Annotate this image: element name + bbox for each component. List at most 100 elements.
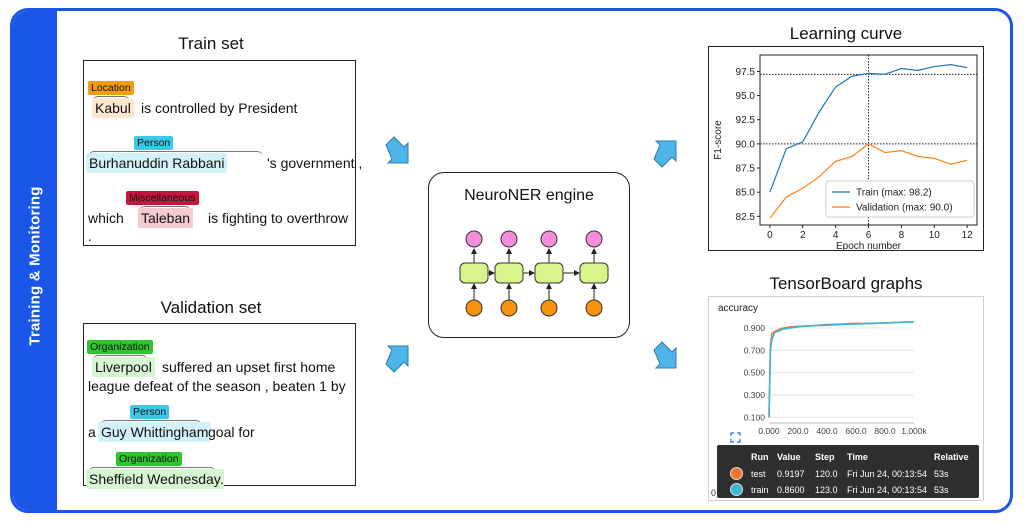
y-tick-label: 0.500 [744,368,766,378]
col-header-run: Run [751,452,769,462]
rnn-input-node [585,299,603,317]
tag-person: Person [134,136,174,150]
col-header-time: Time [847,452,868,462]
col-header-relative: Relative [934,452,969,462]
tag-location: Location [88,81,134,95]
x-tick-label: 600.0 [845,426,867,436]
x-tick-label: 0 [767,230,773,241]
validation-set-title: Validation set [160,298,262,317]
entity-token: Burhanuddin Rabbani [86,153,228,173]
legend [825,180,975,218]
sidebar: Training & Monitoring [13,11,57,510]
row-step: 123.0 [815,485,838,495]
series-line [768,320,915,418]
col-header-step: Step [815,452,835,462]
rnn-cell [494,262,524,284]
arrow-down-right-icon [653,341,677,369]
row-relative: 53s [934,485,949,495]
sentence-text: a [88,424,96,440]
rnn-input-node [540,299,558,317]
row-time: Fri Jun 24, 00:13:54 [847,485,928,495]
series-line [769,143,968,219]
row-value: 0.8600 [777,485,805,495]
sentence-text: is controlled by President [141,100,298,116]
train-set-panel: Location Kabul is controlled by Presiden… [83,60,362,246]
arrow-down-right-icon [385,136,409,164]
neuroner-engine-panel: NeuroNER engine [428,172,630,338]
y-tick-label: 82.5 [736,212,756,223]
y-tick-label: 85.0 [736,188,756,199]
sentence-text: goal for [208,424,255,440]
legend-label: Validation (max: 90.0) [856,203,953,214]
tag-organization: Organization [116,452,182,466]
x-tick-label: 12 [962,230,974,241]
rnn-cell [534,262,564,284]
x-tick-label: 0.000 [758,426,780,436]
engine-title: NeuroNER engine [464,187,594,204]
expand-icon [730,432,741,443]
sidebar-label: Training & Monitoring [26,186,44,346]
sentence-text: . [220,471,224,487]
y-tick-label: 0.300 [744,390,766,400]
tag-organization: Organization [87,340,153,354]
clipped-label: 0 [711,488,717,498]
rnn-output-node [540,230,558,248]
rnn-output-node [465,230,483,248]
tag-brace [100,420,202,426]
y-tick-label: 92.5 [736,115,756,126]
tag-brace [88,467,216,473]
rnn-output-node [500,230,518,248]
y-tick-label: 87.5 [736,164,756,175]
sentence-text: . [88,228,92,244]
y-tick-label: 0.700 [744,345,766,355]
series-line [769,64,968,193]
row-value: 0.9197 [777,469,805,479]
y-tick-label: 0.100 [744,412,766,422]
sentence-text: 's government , [267,155,363,171]
rnn-cell [579,262,609,284]
x-tick-label: 1.000k [901,426,927,436]
rnn-input-node [465,299,483,317]
tag-brace [139,206,191,212]
rnn-cell [459,262,489,284]
x-tick-label: 10 [929,230,941,241]
entity-token: Kabul [92,98,134,118]
tag-brace [92,96,130,102]
legend-label: Train (max: 98.2) [856,188,932,199]
x-tick-label: 400.0 [816,426,838,436]
sentence-text: league defeat of the season , beaten 1 b… [88,378,346,394]
arrow-up-right-icon [385,345,409,373]
sentence-text: which [88,210,124,226]
x-tick-label: 8 [899,230,905,241]
arrow-up-right-icon [653,140,677,168]
entity-token: Liverpool [92,357,155,377]
run-color-dot-test[interactable] [730,467,743,480]
tensorboard-title: TensorBoard graphs [769,274,923,293]
series-line [768,320,915,418]
tensorboard-run-table: Run Value Step Time Relative test 0.9197… [717,445,979,498]
row-run: train [751,485,769,495]
tag-brace [92,355,148,361]
run-color-dot-train[interactable] [730,483,743,496]
rnn-input-node [500,299,518,317]
col-header-value: Value [777,452,801,462]
rnn-diagram [459,230,609,317]
chart-title: accuracy [718,303,758,314]
row-run: test [751,469,766,479]
x-tick-label: 6 [866,230,872,241]
tag-person: Person [130,405,170,419]
x-tick-label: 2 [800,230,806,241]
entity-token: Sheffield Wednesday [86,469,224,489]
sentence-text: suffered an upset first home [162,359,336,375]
y-axis-label: F1-score [713,120,724,160]
entity-token: Taleban [138,208,194,228]
y-tick-label: 95.0 [736,91,756,102]
x-tick-label: 800.0 [874,426,896,436]
rnn-output-node [585,230,603,248]
y-tick-label: 90.0 [736,139,756,150]
validation-set-panel: Organization Liverpool suffered an upset… [83,323,356,489]
tag-miscellaneous: Miscellaneous [126,191,199,205]
